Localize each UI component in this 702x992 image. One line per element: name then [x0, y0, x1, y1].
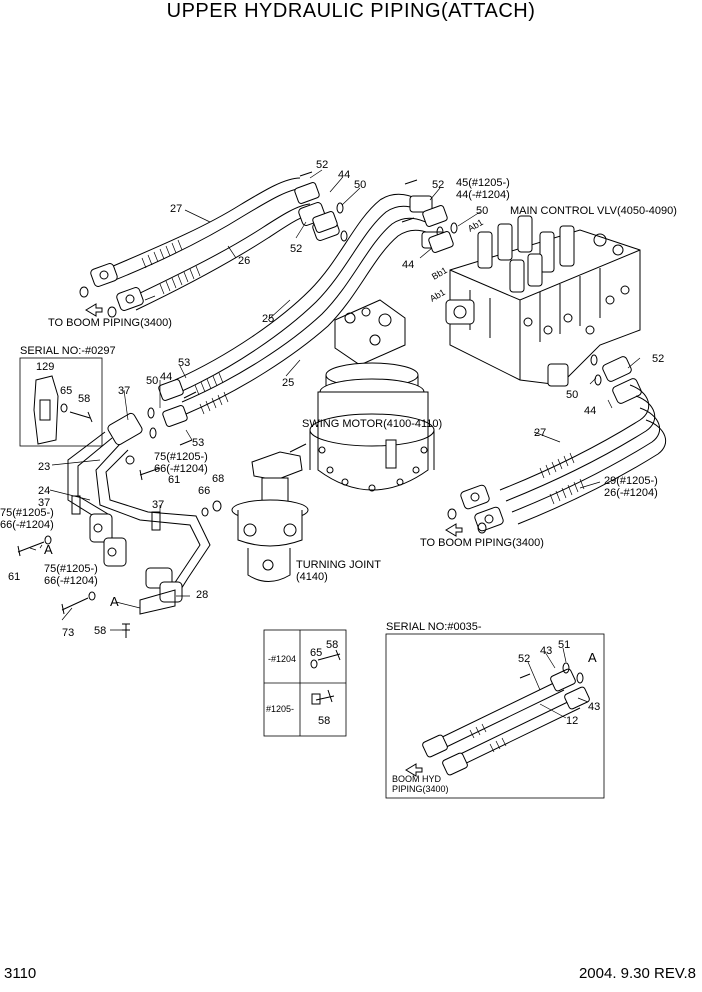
- table-row-1205: #1205-: [266, 704, 294, 714]
- part-26-a: 26: [238, 255, 250, 267]
- part-12: 12: [566, 715, 578, 727]
- leader-lines: [29, 169, 641, 719]
- part-61-b: 61: [8, 571, 20, 583]
- part-73: 73: [62, 627, 74, 639]
- part-28: 28: [196, 589, 208, 601]
- part-66-a: 66(-#1204): [0, 519, 54, 531]
- boom-piping-arrows: [85, 303, 463, 777]
- part-25-a: 25: [262, 313, 274, 325]
- part-43-a: 43: [540, 645, 552, 657]
- part-66-d: 66: [198, 485, 210, 497]
- label-to-boom-piping-top: TO BOOM PIPING(3400): [48, 317, 172, 329]
- part-52-b: 52: [290, 243, 302, 255]
- part-65-a: 65: [60, 385, 72, 397]
- part-52-d: 52: [652, 353, 664, 365]
- part-37-a: 37: [118, 385, 130, 397]
- part-52-e: 52: [518, 653, 530, 665]
- part-37-b: 37: [38, 497, 50, 509]
- part-37-c: 37: [152, 499, 164, 511]
- part-25-b: 25: [282, 377, 294, 389]
- serial-variant-table: [263, 629, 347, 737]
- annotation-labels: MAIN CONTROL VLV(4050-4090) SWING MOTOR(…: [0, 159, 677, 794]
- part-50-d: 50: [566, 389, 578, 401]
- part-65-b: 65: [310, 647, 322, 659]
- part-52-c: 52: [432, 179, 444, 191]
- part-51: 51: [558, 639, 570, 651]
- part-50-c: 50: [146, 375, 158, 387]
- page-code: 3110: [4, 965, 37, 982]
- part-58-a: 58: [78, 393, 90, 405]
- date-revision: 2004. 9.30 REV.8: [578, 965, 696, 982]
- part-45: 45(#1205-): [456, 177, 510, 189]
- part-24: 24: [38, 485, 50, 497]
- page-title: UPPER HYDRAULIC PIPING(ATTACH): [166, 0, 536, 22]
- part-68: 68: [212, 473, 224, 485]
- part-44-b: 44(-#1204): [456, 189, 510, 201]
- part-61-a: 61: [168, 474, 180, 486]
- part-58-c: 58: [326, 639, 338, 651]
- top-flange-fittings: [294, 171, 458, 253]
- part-43-b: 43: [588, 701, 600, 713]
- part-53-b: 53: [192, 437, 204, 449]
- pipe-assembly-23-24: [67, 412, 211, 615]
- label-swing-motor: SWING MOTOR(4100-4110): [302, 418, 442, 430]
- port-ab1-lower: Ab1: [428, 287, 447, 304]
- part-50-a: 50: [354, 179, 366, 191]
- part-58-d: 58: [318, 715, 330, 727]
- turning-joint: [231, 443, 309, 582]
- hose-assembly-27-26: [79, 177, 340, 318]
- hose-assembly-right-27-29-26: [447, 384, 667, 534]
- part-58-b: 58: [94, 625, 106, 637]
- part-53-a: 53: [178, 357, 190, 369]
- part-129: 129: [36, 361, 54, 373]
- part-29: 29(#1205-): [604, 475, 658, 487]
- fasteners-left: [17, 391, 222, 638]
- part-44-d: 44: [160, 371, 172, 383]
- part-27-b: 27: [534, 427, 546, 439]
- label-turning-joint-code: (4140): [296, 571, 328, 583]
- part-44-a: 44: [338, 169, 350, 181]
- part-75-b: 75(#1205-): [154, 451, 208, 463]
- label-ref-a-1: A: [44, 542, 53, 557]
- label-main-control-valve: MAIN CONTROL VLV(4050-4090): [510, 205, 677, 217]
- part-66-b: 66(-#1204): [154, 463, 208, 475]
- part-44-c: 44: [402, 259, 414, 271]
- part-23: 23: [38, 461, 50, 473]
- label-serial-0297: SERIAL NO:-#0297: [20, 345, 116, 357]
- part-44-e: 44: [584, 405, 596, 417]
- inset-serial-0035: [385, 633, 605, 799]
- label-to-boom-piping-right: TO BOOM PIPING(3400): [420, 537, 544, 549]
- part-66-c: 66(-#1204): [44, 575, 98, 587]
- part-26-b: 26(-#1204): [604, 487, 658, 499]
- label-boom-hyd: BOOM HYD: [392, 774, 442, 784]
- label-boom-hyd-piping: PIPING(3400): [392, 784, 449, 794]
- part-52-a: 52: [316, 159, 328, 171]
- part-75-c: 75(#1205-): [44, 563, 98, 575]
- label-turning-joint: TURNING JOINT: [296, 559, 381, 571]
- main-control-valve: [445, 215, 642, 404]
- hose-crimp-ribs: [141, 239, 201, 295]
- table-row-1204: -#1204: [268, 654, 296, 664]
- inset-serial-0297: [19, 357, 103, 447]
- part-50-b: 50: [476, 205, 488, 217]
- part-27-a: 27: [170, 203, 182, 215]
- label-ref-a-2: A: [110, 594, 119, 609]
- swing-motor: [309, 299, 435, 492]
- label-serial-0035: SERIAL NO:#0035-: [386, 621, 482, 633]
- port-bb1: Bb1: [430, 265, 449, 282]
- label-ref-a-3: A: [588, 650, 597, 665]
- port-ab1: Ab1: [466, 217, 485, 234]
- part-75-a: 75(#1205-): [0, 507, 54, 519]
